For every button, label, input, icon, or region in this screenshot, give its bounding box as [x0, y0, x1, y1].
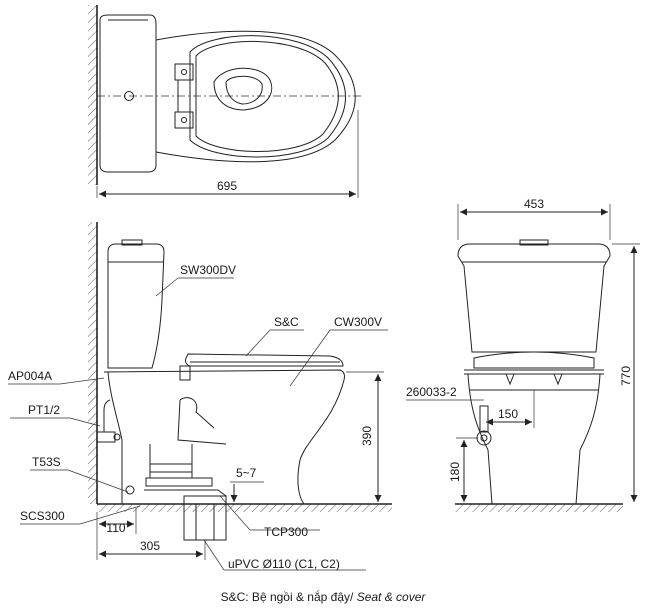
hinge-top-2	[174, 111, 194, 129]
valve-front	[476, 430, 492, 446]
label-pipe: uPVC Ø110 (C1, C2)	[228, 557, 340, 571]
footer-prefix: S&C: Bệ ngồi & nắp đậy/	[220, 590, 357, 604]
dim-height-side: 390	[360, 426, 374, 446]
dim-height-front: 770	[619, 366, 633, 386]
trap-body	[149, 463, 193, 473]
bowl-side	[103, 369, 345, 505]
label-flange: TCP300	[264, 525, 308, 539]
tank-front	[457, 243, 611, 353]
footer-italic: Seat & cover	[356, 590, 426, 604]
top-view: 695	[88, 5, 362, 198]
label-tank: SW300DV	[180, 263, 236, 277]
label-valve: PT1/2	[28, 403, 60, 417]
side-view: 390 5~7 110 305 SW300DV S&C CW300V AP004…	[8, 222, 392, 571]
floor-hatch-side	[97, 504, 392, 512]
front-view: 453 770 150 180 260033-2	[406, 197, 640, 512]
bowl-front	[467, 373, 493, 505]
wall-hatch-top	[88, 5, 97, 185]
bowl-top	[155, 30, 356, 163]
angle-valve	[96, 431, 116, 443]
label-screw: SCS300	[20, 509, 65, 523]
wall-hatch-side	[88, 222, 97, 504]
label-fitting: AP004A	[8, 369, 52, 383]
label-bowl: CW300V	[334, 315, 382, 329]
label-seat: S&C	[274, 315, 299, 329]
seat-lid-top	[189, 35, 346, 158]
seat-front	[473, 351, 595, 369]
label-valve-front: 260033-2	[406, 385, 457, 399]
dim-rough-small: 110	[106, 521, 125, 535]
dim-offset-front: 150	[498, 407, 518, 421]
dim-gap: 5~7	[236, 466, 257, 480]
footer-caption: S&C: Bệ ngồi & nắp đậy/ Seat & cover	[0, 590, 646, 604]
label-trap: T53S	[32, 455, 61, 469]
hinge-top-1	[174, 63, 194, 81]
tank-side	[107, 243, 165, 369]
dim-width-top: 695	[217, 179, 237, 193]
floor-hatch-front	[455, 504, 623, 512]
dim-valve-height: 180	[448, 462, 462, 482]
dim-rough: 305	[140, 539, 160, 553]
seat-side	[185, 353, 344, 367]
flush-button-top	[124, 91, 134, 101]
drain-pipe	[183, 495, 227, 541]
tank-top	[99, 14, 157, 173]
dim-width-front: 453	[524, 197, 544, 211]
